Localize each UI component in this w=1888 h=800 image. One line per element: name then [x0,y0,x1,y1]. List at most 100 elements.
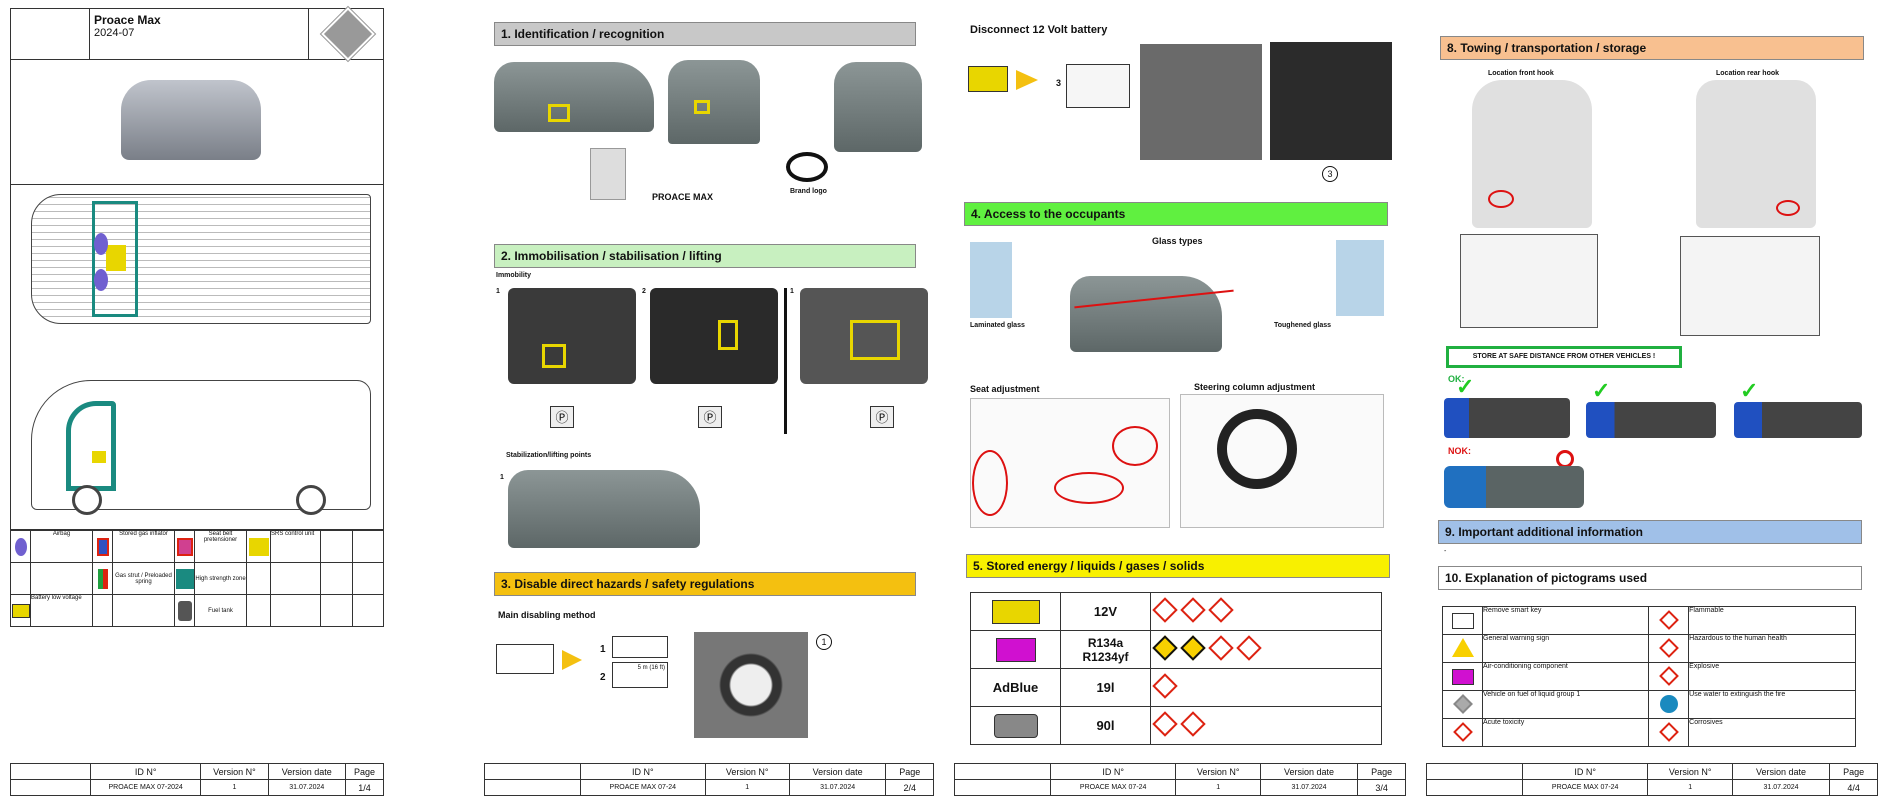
flammable-icon [1152,711,1178,737]
fuel-tank-icon [177,600,192,621]
front-hook-detail [1460,234,1598,328]
adblue-text: AdBlue [970,668,1061,707]
start-button-photo [694,632,808,738]
page-number: 4/4 [1829,779,1878,796]
page-4: 8. Towing / transportation / storage Loc… [1416,0,1888,800]
gas-inflator-icon [96,537,109,556]
front-van-photo [834,62,922,152]
stabilization-van-photo [508,470,700,548]
explosive-icon [1658,665,1679,686]
steering-diagram [1180,394,1384,528]
dashboard-photo-2 [650,288,778,384]
immobility-label: Immobility [496,272,532,279]
pictogram-health: Hazardous to the human health [1688,634,1856,663]
ok-check-icon-3: ✓ [1740,378,1759,403]
front-hook-label: Location front hook [1488,70,1554,77]
gas-strut-icon [97,568,108,589]
pictogram-aircon: Air-conditioning component [1481,662,1650,691]
side-van-photo [494,62,654,132]
seat-adj-label: Seat adjustment [970,384,1040,394]
main-view-frame [10,60,384,530]
rear-van-photo [668,60,760,144]
glass-types-label: Glass types [1152,236,1203,246]
battery-title: Disconnect 12 Volt battery [970,24,1108,36]
model-label: PROACE MAX [652,192,714,202]
section-8-header: 8. Towing / transportation / storage [1440,36,1864,60]
title-block: Proace Max 2024-07 [10,5,384,63]
page-number: 3/4 [1357,779,1406,796]
srs-unit-icon [248,537,269,556]
dashboard-photo-1 [508,288,636,384]
toxicity-icon [1452,721,1473,742]
legend-battery: Battery low voltage [30,594,93,627]
section-4-header: 4. Access to the occupants [964,202,1388,226]
legend-fuel-tank: Fuel tank [194,594,247,627]
high-strength-icon [175,568,194,589]
warning-icon [1152,635,1178,661]
fuel-diamond-icon [319,5,377,63]
van-front-diagram [1472,80,1592,228]
callout-circle: 1 [816,634,832,650]
legend-srs: SRS control unit [270,530,321,563]
toxicity-icon [1208,597,1234,623]
pictogram-warning: General warning sign [1481,634,1650,663]
footer-id-header: ID N° [89,763,202,780]
smart-key-icon [496,644,554,674]
fuel-tank-icon [993,713,1038,738]
page-2: 1. Identification / recognition PROACE M… [472,0,944,800]
warning-icon [1451,638,1474,657]
nok-label: NOK: [1448,446,1471,456]
page-number: 2/4 [885,779,934,796]
smart-key-icon [1451,612,1474,629]
main-method-label: Main disabling method [498,610,596,620]
pictogram-water: Use water to extinguish the fire [1688,690,1856,719]
health-hazard-icon [1180,711,1206,737]
legend-table: Airbag Stored gas inflator Seat belt pre… [10,530,384,627]
glass-van-photo [1070,276,1222,352]
rear-hook-label: Location rear hook [1716,70,1780,77]
key-off-icon [612,636,668,658]
battery-cover-photo [1270,42,1392,160]
distance-icon: 5 m (16 ft) [612,662,668,688]
brand-logo-label: Brand logo [790,188,827,195]
vehicle-front-photo [121,80,261,160]
section-1-header: 1. Identification / recognition [494,22,916,46]
airbag-icon [14,537,27,556]
pretensioner-icon [176,537,193,556]
water-extinguish-icon [1659,694,1678,713]
park-icon-1: Ⓟ [550,406,574,428]
pictogram-table: Remove smart key Flammable General warni… [1442,606,1856,747]
toyota-logo-icon [786,152,828,182]
arrow-right-icon [562,650,582,670]
pictogram-flammable: Flammable [1688,606,1856,635]
aircon-icon [1451,668,1474,685]
steering-adj-label: Steering column adjustment [1194,382,1316,392]
top-view-diagram [31,194,371,324]
page-3: Disconnect 12 Volt battery 3 3 4. Access… [944,0,1416,800]
rear-hook-detail [1680,236,1820,336]
park-icon-3: Ⓟ [870,406,894,428]
pictogram-fuel: Vehicle on fuel of liquid group 1 [1481,690,1650,719]
energy-fuel: 90l [1060,706,1151,745]
flammable-icon [1208,635,1234,661]
vehicle-name: Proace Max [94,13,161,27]
footer-id: PROACE MAX 07-2024 [89,779,202,796]
flammable-icon [1152,597,1178,623]
additional-info: - [1444,548,1447,555]
park-icon-2: Ⓟ [698,406,722,428]
corrosive-icon [1658,721,1679,742]
section-9-header: 9. Important additional information [1438,520,1862,544]
legend-pretensioner: Seat belt pretensioner [194,530,247,563]
health-hazard-icon [1236,635,1262,661]
steering-wheel-icon [1217,409,1297,489]
stabilization-label: Stabilization/lifting points [506,452,592,459]
laminated-glass-photo [970,242,1012,318]
energy-refrigerant: R134a R1234yf [1060,630,1151,669]
corrosive-icon [1180,597,1206,623]
fuel-vehicle-icon [1452,693,1473,714]
vehicle-date: 2024-07 [94,27,135,39]
legend-gas-inflator: Stored gas inflator [112,530,175,563]
tow-truck-nok [1444,466,1584,508]
